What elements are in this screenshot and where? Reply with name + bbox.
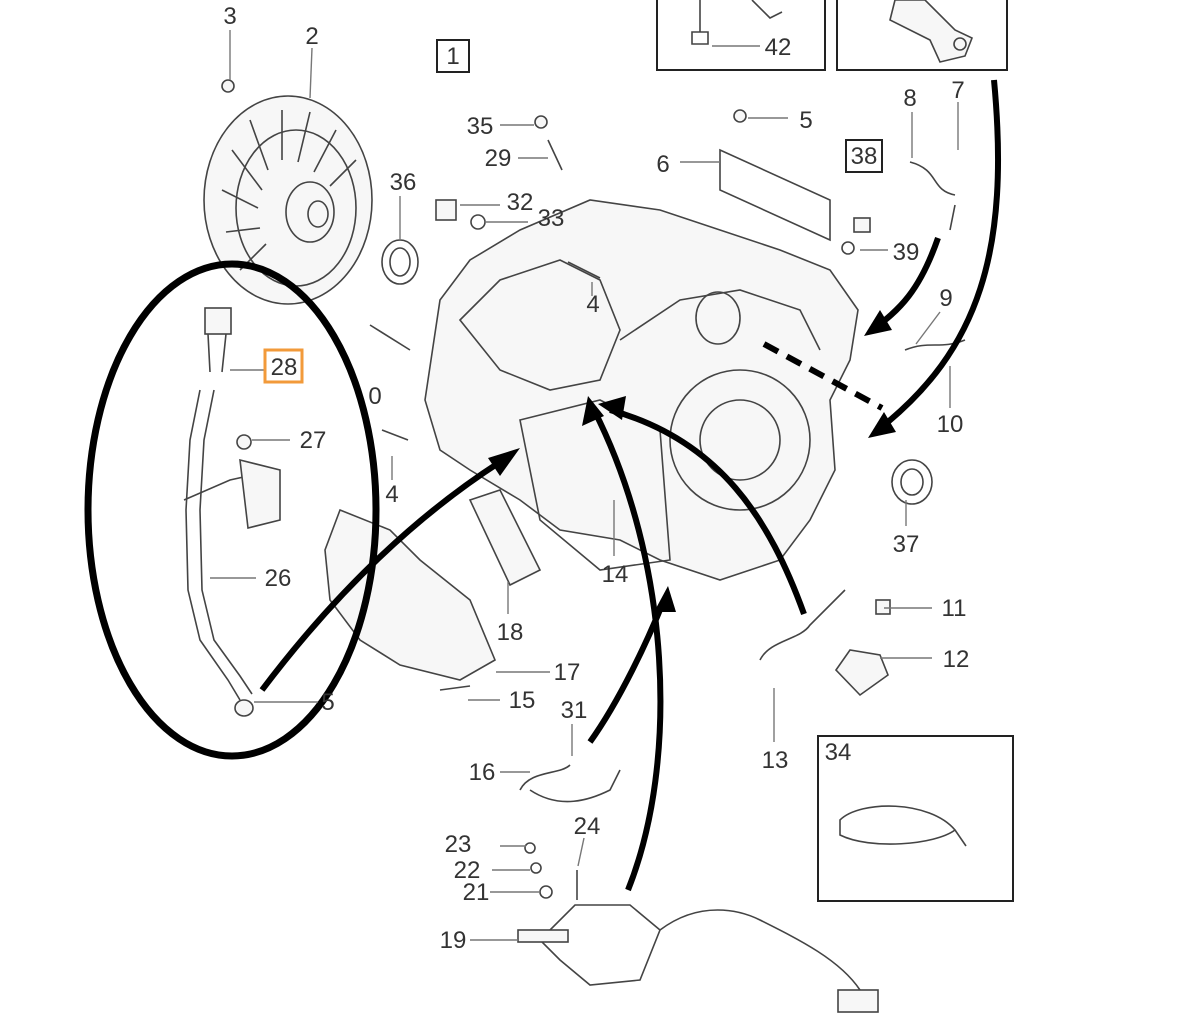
oil-filter: [468, 489, 542, 587]
label-32: 32: [507, 189, 534, 216]
label-10b: 0: [368, 383, 381, 410]
label-23: 23: [445, 831, 472, 858]
inset-box-cable-tie: [817, 735, 1014, 902]
label-42: 42: [765, 34, 792, 61]
label-14: 14: [602, 561, 629, 588]
label-33: 33: [538, 205, 565, 232]
part-number-labels: 1 2 3 4 4 5 5 6 7 8 9 10 0 11 12 13 14 1…: [223, 3, 969, 954]
label-8: 8: [903, 85, 916, 112]
label-24: 24: [574, 813, 601, 840]
connection-arrows: [259, 79, 1001, 892]
inset-box-42: [656, 0, 826, 71]
label-12: 12: [943, 646, 970, 673]
label-9: 9: [939, 285, 952, 312]
torque-converter: [203, 95, 373, 305]
oil-pan: [324, 508, 497, 681]
label-3: 3: [223, 3, 236, 30]
label-22: 22: [454, 857, 481, 884]
label-16: 16: [469, 759, 496, 786]
label-34: 34: [825, 739, 852, 766]
label-36: 36: [390, 169, 417, 196]
label-38: 38: [851, 143, 878, 170]
label-box-1: [436, 39, 470, 73]
label-4b: 4: [385, 481, 398, 508]
label-10a: 10: [937, 411, 964, 438]
dashed-line: [762, 341, 884, 411]
label-15: 15: [509, 687, 536, 714]
label-2: 2: [305, 23, 318, 50]
label-6: 6: [656, 151, 669, 178]
label-1: 1: [446, 43, 459, 70]
seal-37: [891, 459, 933, 505]
label-5b: 5: [321, 689, 334, 716]
label-28: 28: [271, 354, 298, 381]
label-26: 26: [265, 565, 292, 592]
small-parts: [221, 79, 966, 1013]
label-29: 29: [485, 145, 512, 172]
label-17: 17: [554, 659, 581, 686]
leader-lines: [210, 30, 959, 941]
label-39: 39: [893, 239, 920, 266]
label-21: 21: [463, 879, 490, 906]
label-19: 19: [440, 927, 467, 954]
label-35: 35: [467, 113, 494, 140]
label-box-38: [845, 139, 883, 173]
label-7: 7: [951, 77, 964, 104]
label-18: 18: [497, 619, 524, 646]
label-4a: 4: [586, 291, 599, 318]
label-31: 31: [561, 697, 588, 724]
highlight-circle: [84, 260, 380, 760]
label-5a: 5: [799, 107, 812, 134]
label-11: 11: [942, 595, 967, 622]
label-37: 37: [893, 531, 920, 558]
label-13: 13: [762, 747, 789, 774]
transmission-housing: [424, 148, 859, 581]
dipstick-tube: [183, 307, 281, 717]
label-27: 27: [300, 427, 327, 454]
seal-36: [381, 239, 419, 285]
label-box-28: [263, 348, 304, 384]
inset-box-bracket: [836, 0, 1008, 71]
